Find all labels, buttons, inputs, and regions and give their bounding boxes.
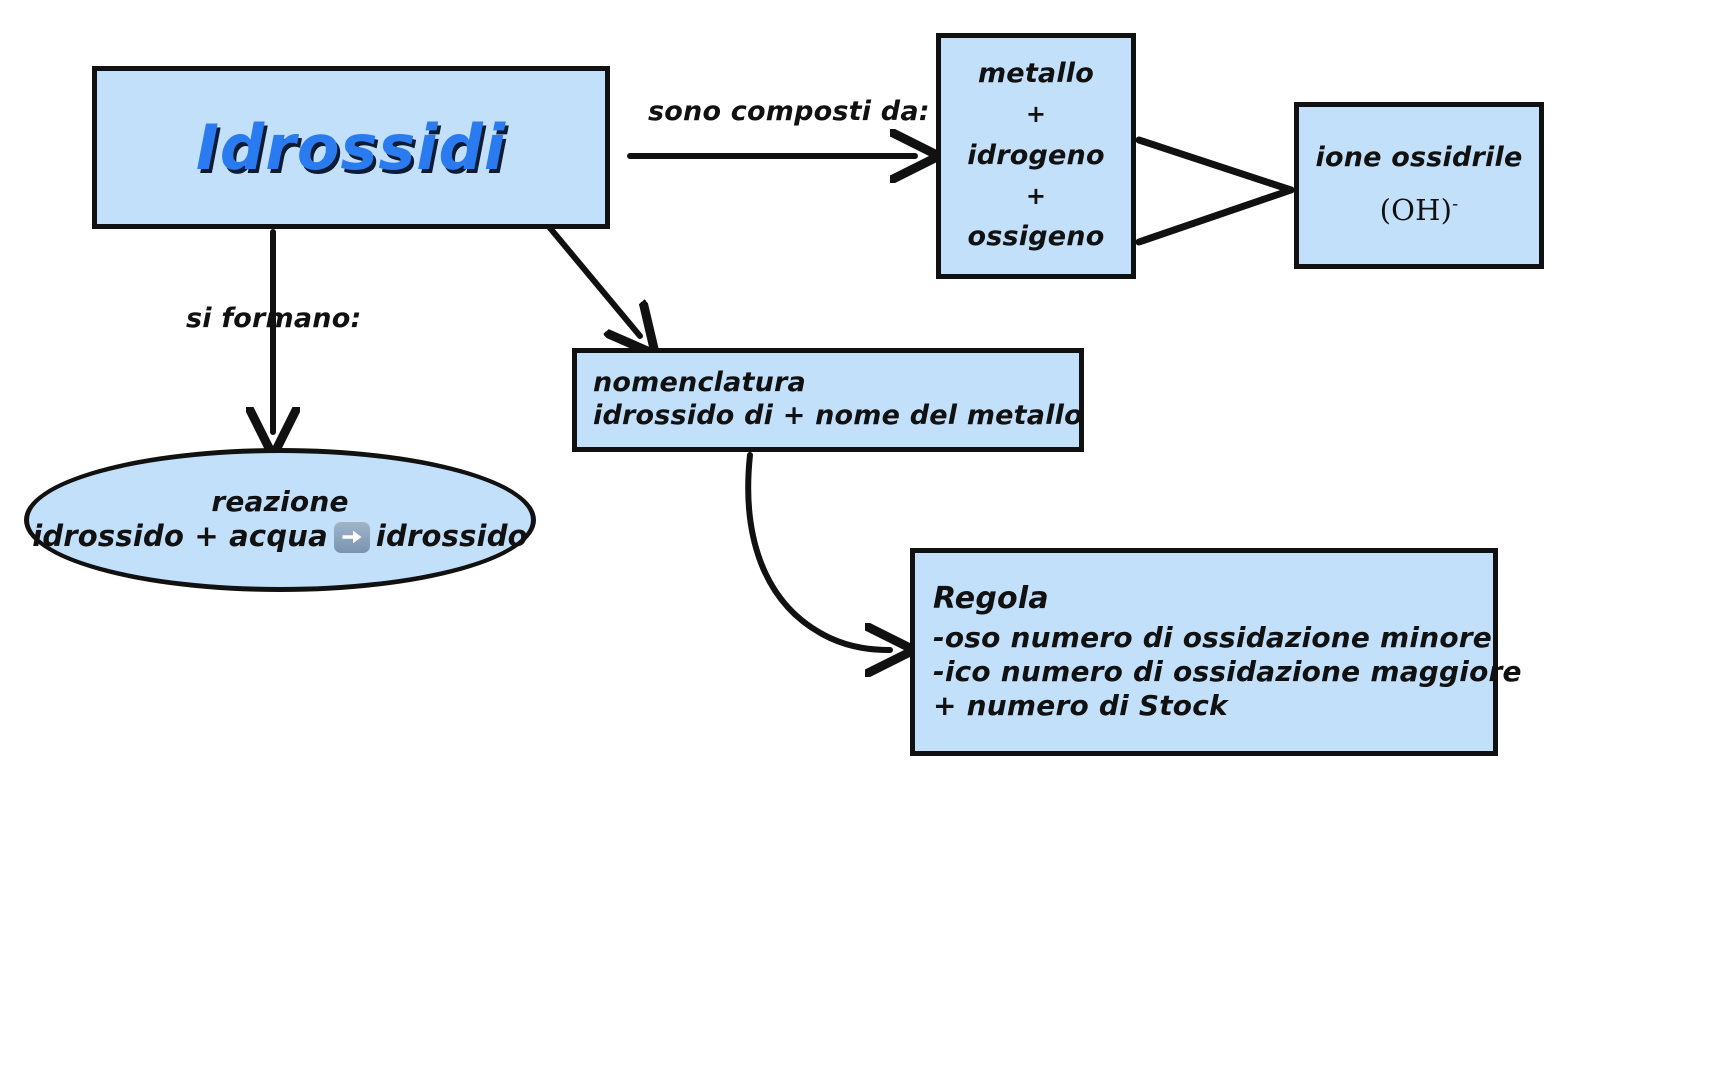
right-arrow-emoji-icon bbox=[333, 521, 370, 554]
reaction-equation: idrossido + acqua idrossido bbox=[32, 519, 528, 554]
rule-line-oso: -oso numero di ossidazione minore bbox=[933, 620, 1492, 654]
node-hydroxide-ion[interactable]: ione ossidrile (OH)- bbox=[1294, 102, 1544, 269]
rule-heading: Regola bbox=[933, 580, 1049, 616]
nomenclature-rule: idrossido di + nome del metallo bbox=[593, 400, 1083, 431]
composition-plus-2: + bbox=[1025, 182, 1047, 211]
node-rule[interactable]: Regola -oso numero di ossidazione minore… bbox=[910, 548, 1522, 756]
edge-label-composed-of: sono composti da: bbox=[648, 96, 930, 127]
reaction-right-term: idrossido bbox=[375, 519, 528, 554]
edge-composition-to-hydroxide-lower bbox=[1135, 186, 1295, 246]
node-composition[interactable]: metallo + idrogeno + ossigeno bbox=[936, 33, 1136, 279]
rule-line-ico: -ico numero di ossidazione maggiore bbox=[933, 654, 1522, 688]
node-nomenclature[interactable]: nomenclatura idrossido di + nome del met… bbox=[572, 348, 1084, 452]
edge-nomenclature-to-rule bbox=[745, 452, 890, 650]
node-idrossidi-title[interactable]: Idrossidi bbox=[92, 66, 610, 229]
edge-title-to-nomenclature bbox=[542, 219, 640, 336]
rule-line-stock: + numero di Stock bbox=[933, 688, 1228, 722]
node-reaction[interactable]: reazione idrossido + acqua idrossido bbox=[24, 448, 536, 592]
reaction-left-term: idrossido + acqua bbox=[32, 519, 328, 554]
hydroxide-ion-label: ione ossidrile bbox=[1315, 142, 1523, 174]
nomenclature-heading: nomenclatura bbox=[593, 367, 806, 399]
reaction-heading: reazione bbox=[211, 485, 349, 519]
hydroxide-ion-formula: (OH)- bbox=[1380, 193, 1459, 228]
hydroxide-formula-text: (OH) bbox=[1379, 193, 1453, 228]
composition-plus-1: + bbox=[1025, 100, 1047, 129]
composition-line-idrogeno: idrogeno bbox=[967, 139, 1105, 171]
edge-label-are-formed: si formano: bbox=[186, 303, 362, 334]
composition-line-ossigeno: ossigeno bbox=[967, 221, 1105, 253]
edge-composition-to-hydroxide-upper bbox=[1135, 136, 1295, 194]
composition-line-metallo: metallo bbox=[977, 57, 1095, 89]
page-title: Idrossidi bbox=[195, 110, 507, 184]
hydroxide-formula-charge: - bbox=[1452, 193, 1459, 215]
